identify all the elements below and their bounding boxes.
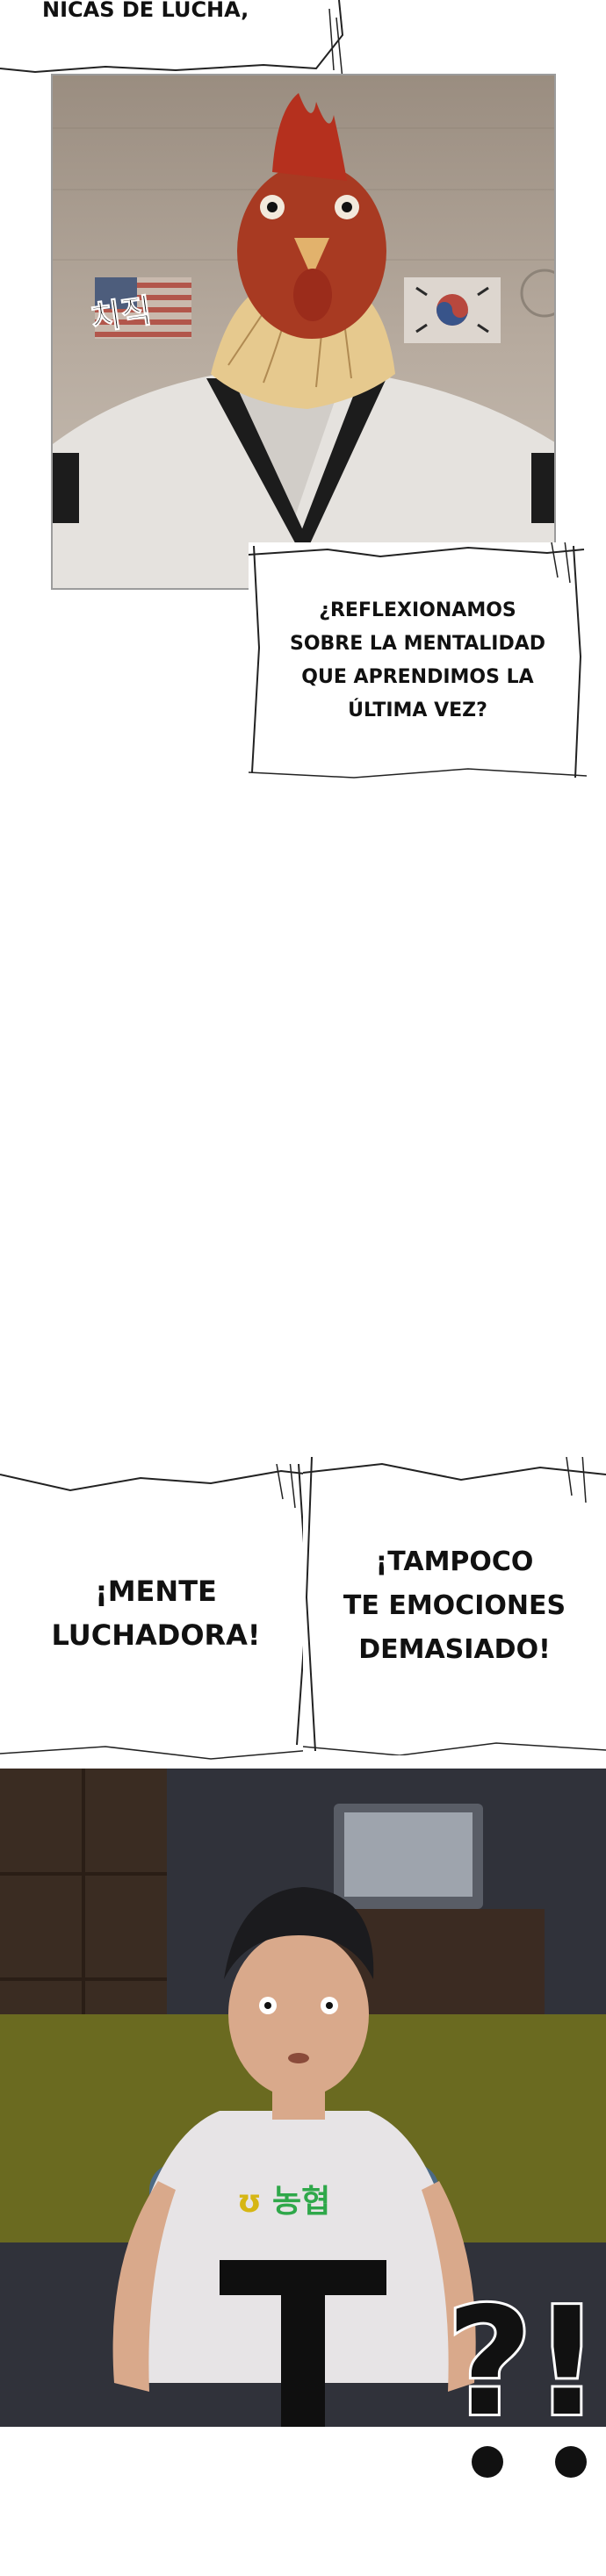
- sfx-chichik: 치직: [88, 291, 154, 338]
- us-flag: [95, 277, 191, 339]
- sfx-exclaim: ?!: [444, 2273, 603, 2478]
- top-caption: NICAS DE LUCHA,: [42, 0, 249, 22]
- speech-box-mind: ¡MENTE LUCHADORA!: [0, 1464, 312, 1762]
- rooster-panel: 치직: [51, 74, 556, 590]
- korea-flag: [404, 277, 501, 343]
- shirt-logo-text: 농협: [272, 2184, 330, 2220]
- speech-text-reflect: ¿REFLEXIONAMOS SOBRE LA MENTALIDAD QUE A…: [289, 599, 546, 721]
- person-illustration: ʊ 농협: [0, 1769, 606, 2427]
- speech-box-calm: ¡TAMPOCO TE EMOCIONES DEMASIADO!: [303, 1457, 606, 1755]
- top-torn-edge: [0, 0, 344, 79]
- speech-text-calm: ¡TAMPOCO TE EMOCIONES DEMASIADO!: [343, 1546, 566, 1665]
- person-panel: ʊ 농협: [0, 1769, 606, 2427]
- speech-text-mind: ¡MENTE LUCHADORA!: [51, 1575, 261, 1652]
- shirt-logo-mark: ʊ: [237, 2184, 262, 2220]
- svg-text:?!: ?!: [446, 2276, 601, 2450]
- rooster-illustration: 치직: [53, 93, 554, 588]
- speech-box-reflect: ¿REFLEXIONAMOS SOBRE LA MENTALIDAD QUE A…: [249, 542, 587, 779]
